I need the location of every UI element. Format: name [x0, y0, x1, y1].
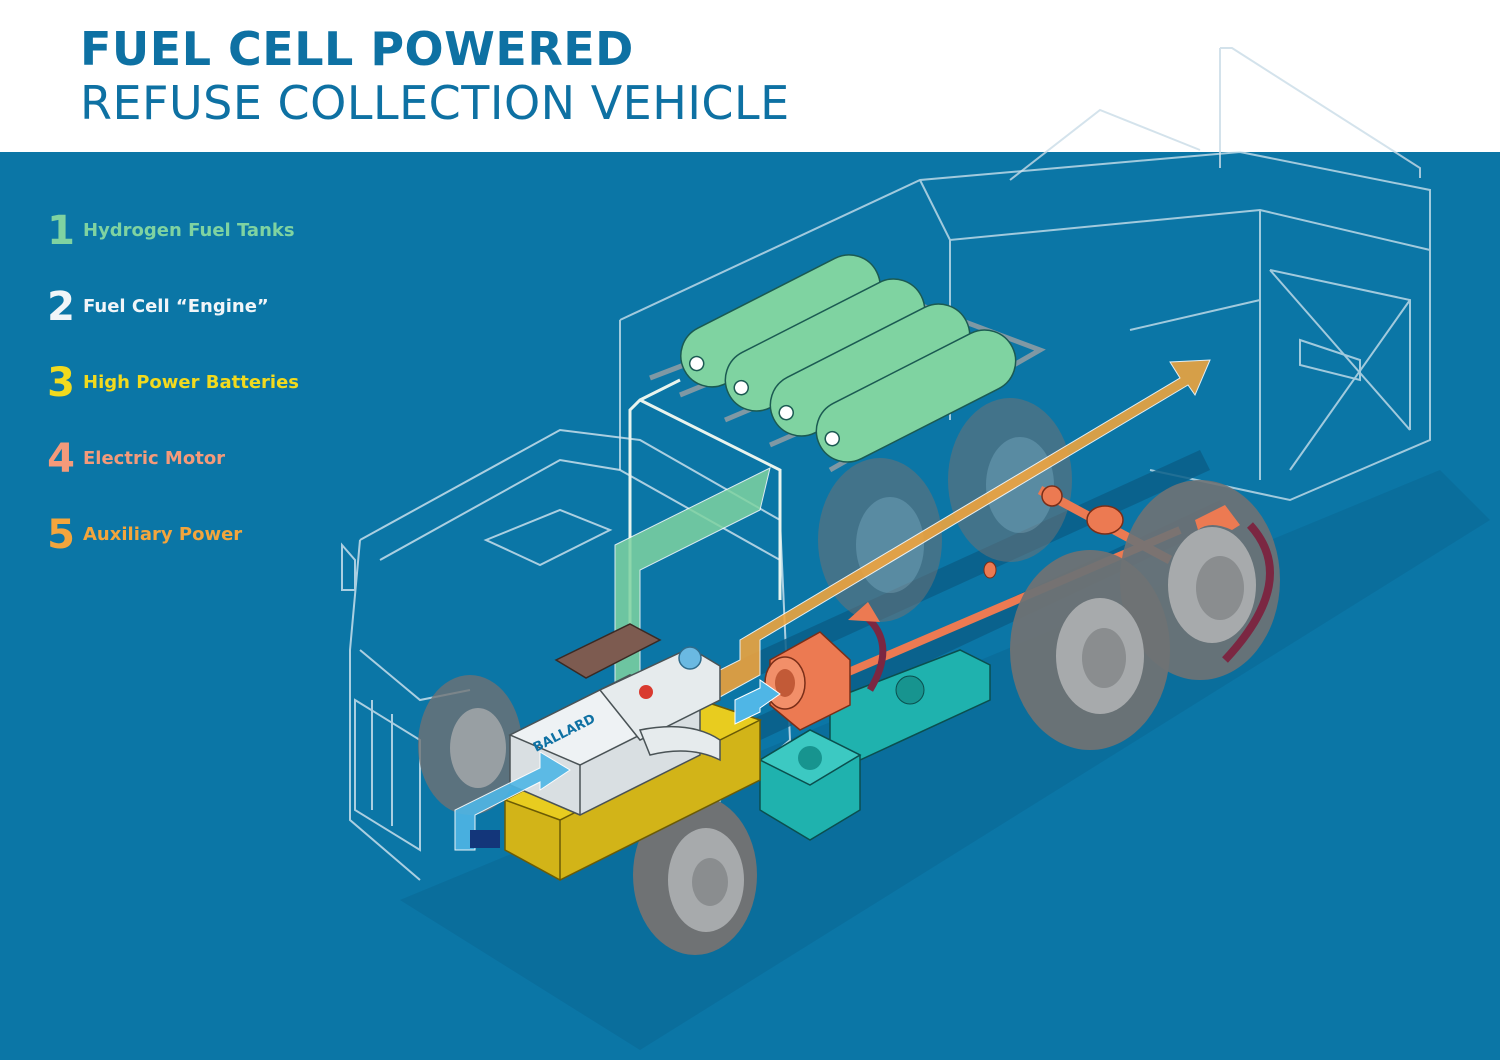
legend-label: Auxiliary Power: [83, 524, 243, 545]
hydrogen-tank: [769, 303, 971, 437]
legend-label: High Power Batteries: [83, 372, 299, 393]
legend-number: 1: [47, 208, 75, 254]
title-line-1: FUEL CELL POWERED: [80, 22, 634, 76]
hydrogen-tanks: [680, 254, 1017, 463]
front-wheel: [633, 795, 757, 955]
air-flow-arrow: [454, 679, 781, 851]
legend-label: Fuel Cell “Engine”: [83, 296, 269, 317]
auxiliary-power-arrow: [699, 359, 1211, 698]
fuel-cell-engine: BALLARD: [508, 623, 721, 816]
legend-number: 4: [47, 436, 75, 482]
hydrogen-pipes: [628, 378, 782, 650]
legend-label: Hydrogen Fuel Tanks: [83, 220, 295, 241]
motor-rotation-arrow-icon: [848, 602, 887, 692]
auxiliary-power-unit: [758, 649, 991, 841]
legend-number: 5: [47, 512, 75, 558]
front-wheel-rear: [418, 675, 522, 815]
refuse-body-outline: [619, 150, 1431, 502]
legend-label: Electric Motor: [83, 448, 226, 469]
electric-motor: [764, 631, 851, 731]
rotation-arrow-icon: [1195, 505, 1274, 663]
rear-wheel-front: [1010, 480, 1280, 750]
legend-number: 2: [47, 284, 75, 330]
body-outline-top: [1009, 47, 1421, 181]
hydrogen-tank: [815, 329, 1017, 463]
legend-number: 3: [47, 360, 75, 406]
title-line-2: REFUSE COLLECTION VEHICLE: [80, 76, 790, 130]
header: FUEL CELL POWERED REFUSE COLLECTION VEHI…: [0, 0, 1500, 152]
